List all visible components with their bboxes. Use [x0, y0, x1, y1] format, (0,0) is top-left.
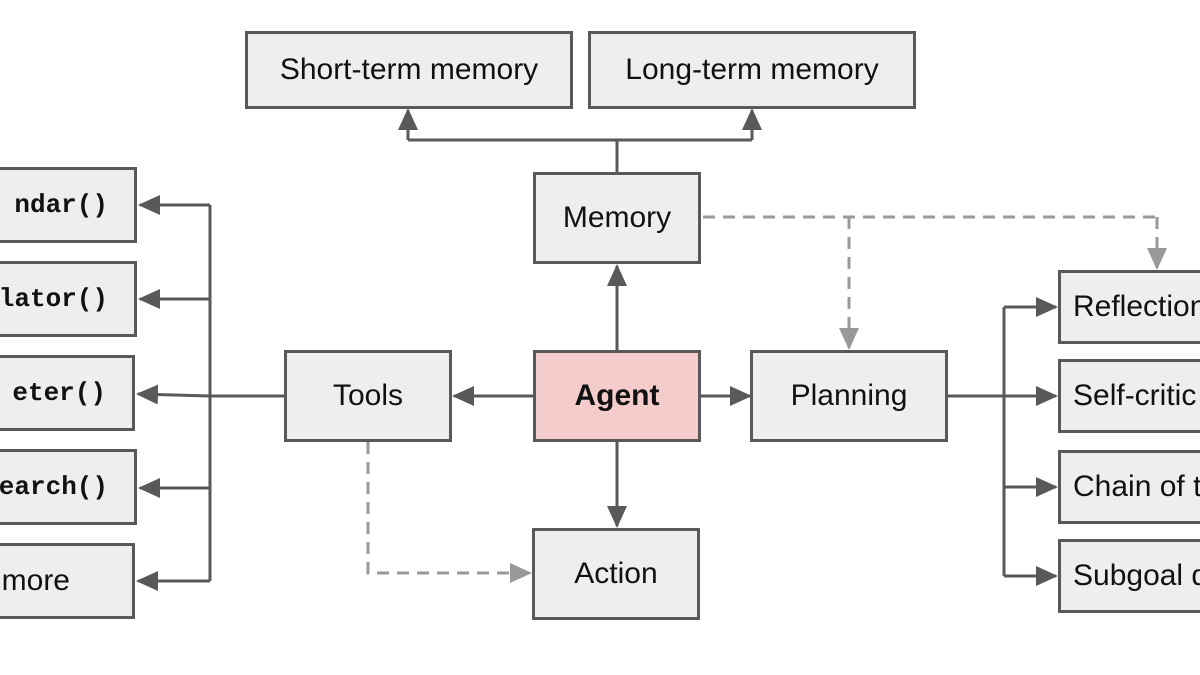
long-term-memory-box: Long-term memory: [588, 31, 916, 109]
tools-box: Tools: [284, 350, 452, 442]
long-term-memory-label: Long-term memory: [625, 53, 879, 86]
action-box: Action: [532, 528, 700, 620]
tool-item-label: earch(): [0, 472, 108, 502]
planning-box: Planning: [750, 350, 948, 442]
planning-item-chain-of-thought: Chain of t: [1058, 450, 1200, 524]
tool-item-code-interpreter: eter(): [0, 355, 135, 431]
planning-item-reflection: Reflection: [1058, 270, 1200, 344]
planning-item-label: Subgoal d: [1073, 559, 1200, 592]
agent-box: Agent: [533, 350, 701, 442]
planning-item-label: Chain of t: [1073, 470, 1200, 503]
planning-item-self-criticism: Self-critic: [1058, 359, 1200, 433]
tool-item-label: lator(): [0, 284, 108, 314]
tool-item-label: ndar(): [14, 190, 108, 220]
tool-item-more: more: [0, 543, 135, 619]
dashed-connectors: [366, 215, 1167, 583]
action-label: Action: [574, 557, 658, 590]
planning-item-subgoal: Subgoal d: [1058, 539, 1200, 613]
planning-fanout-connector: [948, 297, 1058, 586]
agent-label: Agent: [574, 379, 660, 412]
tool-item-label: eter(): [12, 378, 106, 408]
planning-item-label: Reflection: [1073, 290, 1200, 323]
tool-item-label: more: [1, 564, 70, 597]
tool-item-search: earch(): [0, 449, 137, 525]
planning-label: Planning: [790, 379, 908, 412]
agent-connectors: [452, 264, 752, 528]
memory-box: Memory: [533, 172, 701, 264]
tools-label: Tools: [332, 379, 404, 412]
planning-item-label: Self-critic: [1073, 379, 1197, 412]
memory-label: Memory: [562, 201, 672, 234]
tool-item-calendar: ndar(): [0, 167, 137, 243]
short-term-memory-label: Short-term memory: [279, 53, 539, 86]
tool-item-calculator: lator(): [0, 261, 137, 337]
memory-split-connector: [398, 108, 762, 172]
short-term-memory-box: Short-term memory: [245, 31, 573, 109]
tools-fanout-connector: [136, 195, 284, 591]
